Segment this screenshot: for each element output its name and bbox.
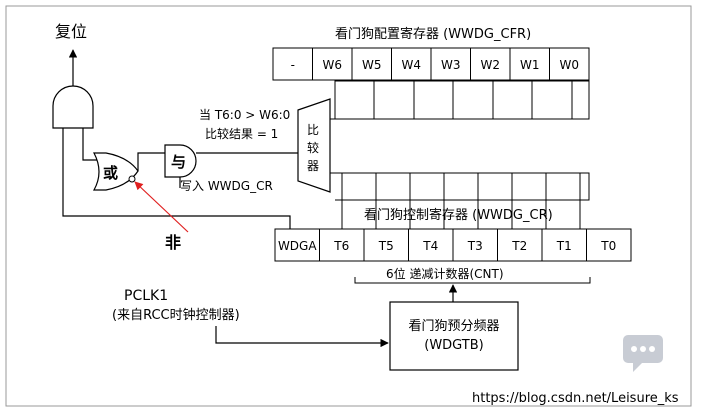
cr-title: 看门狗控制寄存器 (WWDG_CR) [364, 207, 553, 223]
cr-cell-box [452, 228, 498, 262]
prescaler-title: 看门狗预分频器 [408, 318, 499, 334]
cr-bit-label: T0 [600, 239, 616, 253]
counter-label: 6位 递减计数器(CNT) [386, 266, 504, 281]
cr-cell: T2 [497, 228, 543, 262]
prescaler-box [389, 301, 519, 371]
cr-cell: T0 [586, 228, 632, 262]
and-gate-label: 与 [171, 153, 186, 171]
cr-bit-label: T1 [556, 239, 572, 253]
cfr-cell: W2 [470, 47, 511, 81]
cfr-cell: W3 [430, 47, 471, 81]
cr-cell: T4 [408, 228, 454, 262]
cr-cell-box [497, 228, 543, 262]
cr-cell-box [541, 228, 587, 262]
chat-bubble-icon [623, 335, 663, 372]
not-label: 非 [165, 233, 181, 252]
cfr-cell: W0 [549, 47, 590, 81]
comparator-char-2: 较 [307, 140, 319, 155]
not-arrow [134, 181, 189, 233]
cfr-cell: - [272, 47, 313, 81]
cr-bit-label: T6 [333, 239, 349, 253]
cfr-bit-label: W6 [323, 58, 343, 72]
cfr-bit-label: W1 [520, 58, 540, 72]
comparator-char-3: 器 [307, 159, 319, 173]
watermark: https://blog.csdn.net/Leisure_ks [472, 391, 679, 406]
cfr-bit-label: W2 [481, 58, 501, 72]
wire-or-to-reset-gate [82, 128, 100, 161]
cr-cell: T6 [319, 228, 365, 262]
wire-clock-to-prescaler [215, 326, 389, 348]
write-label: 写入 WWDG_CR [180, 179, 273, 193]
cfr-bit-label: W5 [362, 58, 382, 72]
reset-and-gate [52, 85, 94, 129]
wire-wdga-to-reset-gate [62, 128, 291, 231]
cfr-title: 看门狗配置寄存器 (WWDG_CFR) [335, 26, 531, 42]
cfr-cell-box [272, 47, 313, 81]
cr-cell: T5 [363, 228, 409, 262]
cr-cell-box [586, 228, 632, 262]
cr-cell-box [363, 228, 409, 262]
and-gate [164, 144, 197, 178]
clock-source-note: (来自RCC时钟控制器) [112, 307, 240, 323]
clock-source: PCLK1 [124, 288, 168, 304]
comparator-char-1: 比 [307, 123, 319, 137]
cfr-cell-box [549, 47, 590, 81]
cr-bit-label: T4 [422, 239, 438, 253]
cfr-cell: W4 [391, 47, 432, 81]
cr-bit-label: WDGA [278, 239, 317, 253]
cr-cell: T3 [452, 228, 498, 262]
outer-frame [5, 5, 692, 407]
reset-label: 复位 [55, 22, 87, 41]
compare-condition: 当 T6:0 > W6:0 [199, 108, 290, 122]
cfr-cell: W5 [351, 47, 392, 81]
cfr-cell: W1 [509, 47, 550, 81]
cr-bit-label: T3 [467, 239, 483, 253]
cr-bus-ticks [341, 173, 581, 229]
cr-cell-box [319, 228, 365, 262]
cr-cell: WDGA [274, 228, 320, 262]
cfr-bit-label: - [291, 58, 295, 72]
comparator [297, 98, 331, 193]
prescaler-sub: (WDGTB) [424, 338, 483, 353]
cr-bus [330, 172, 590, 201]
counter-bracket [354, 277, 591, 284]
cfr-bit-label: W3 [441, 58, 461, 72]
cfr-cell-box [391, 47, 432, 81]
cr-register: WDGA T6 T5 T4 T3 T2 T1 T0 [274, 228, 632, 262]
cr-cell-box [274, 228, 320, 262]
cfr-cell: W6 [312, 47, 353, 81]
cfr-bus-ticks [373, 81, 573, 119]
cfr-cell-box [430, 47, 471, 81]
cr-cell-box [408, 228, 454, 262]
cr-bit-label: T2 [511, 239, 527, 253]
cr-cell: T1 [541, 228, 587, 262]
or-gate-inverter-bubble [128, 175, 136, 183]
or-gate [92, 152, 139, 191]
cfr-bit-label: W4 [402, 58, 422, 72]
cfr-bit-label: W0 [560, 58, 580, 72]
cr-bit-label: T5 [378, 239, 394, 253]
cfr-register: - W6 W5 W4 W3 W2 W1 W0 [272, 47, 590, 81]
wire-and-to-or [137, 152, 165, 171]
compare-result: 比较结果 = 1 [205, 126, 278, 141]
cfr-cell-box [470, 47, 511, 81]
or-gate-label: 或 [103, 164, 118, 182]
cfr-bus [334, 80, 590, 120]
cfr-cell-box [351, 47, 392, 81]
